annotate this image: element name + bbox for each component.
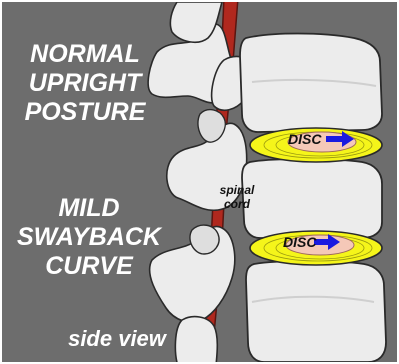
normal-line-2: UPRIGHT	[20, 69, 150, 98]
disc-upper-label: DISC	[288, 131, 321, 147]
sway-line-3: CURVE	[14, 252, 164, 281]
diagram-frame: NORMAL UPRIGHT POSTURE MILD SWAYBACK CUR…	[2, 2, 397, 362]
side-view-label: side view	[62, 324, 172, 353]
swayback-label: MILD SWAYBACK CURVE	[14, 194, 164, 281]
spinal-cord-label: spinal cord	[214, 183, 260, 211]
cord-line-2: cord	[214, 197, 260, 211]
sway-line-1: MILD	[14, 194, 164, 223]
sway-line-2: SWAYBACK	[14, 223, 164, 252]
normal-posture-label: NORMAL UPRIGHT POSTURE	[20, 40, 150, 127]
cord-line-1: spinal	[214, 183, 260, 197]
normal-line-1: NORMAL	[20, 40, 150, 69]
vertebral-body-middle	[242, 159, 382, 238]
lower-facet	[190, 225, 219, 254]
disc-lower-label: DISC	[283, 234, 316, 250]
vertebral-body-lower	[246, 261, 386, 362]
bottom-process	[175, 317, 217, 362]
normal-line-3: POSTURE	[20, 98, 150, 127]
